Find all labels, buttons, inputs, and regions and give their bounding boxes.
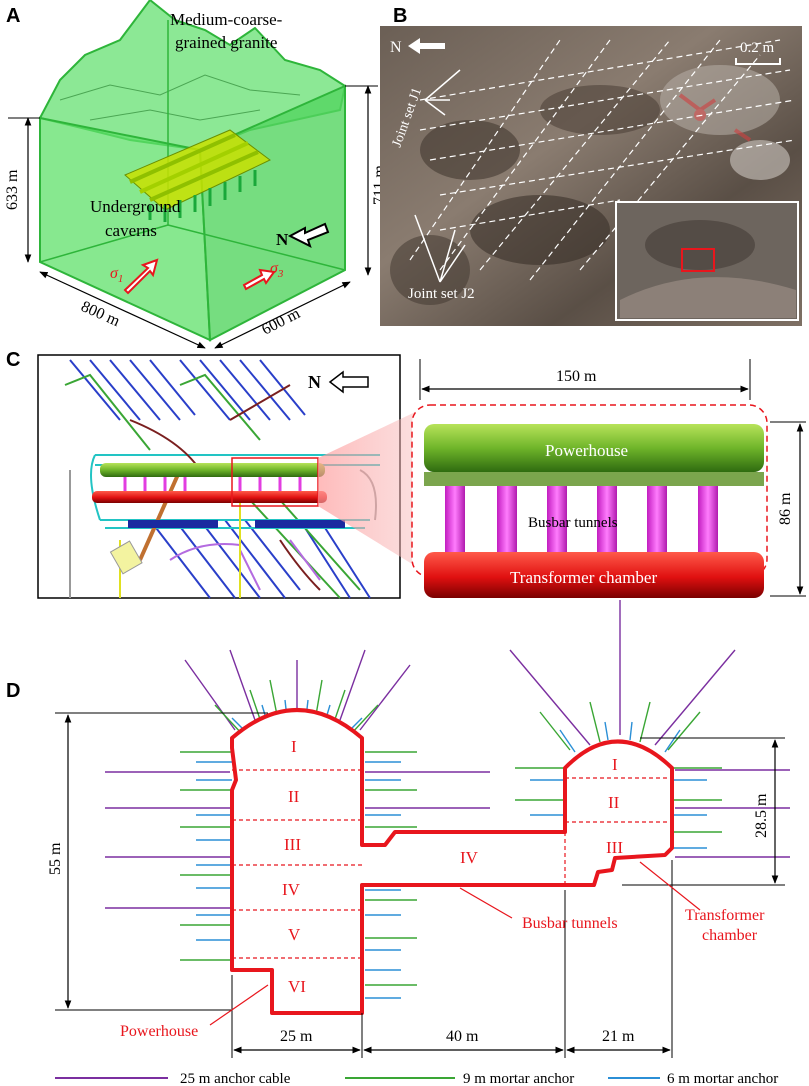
panel-d-label: D bbox=[6, 680, 20, 702]
powerhouse-base bbox=[424, 472, 764, 486]
layer-labels: I II III IV V VI I II III IV bbox=[282, 737, 623, 996]
legend-label-6m: 6 m mortar anchor bbox=[667, 1071, 778, 1086]
inset-floor bbox=[620, 277, 796, 318]
tunnel-network bbox=[64, 359, 380, 599]
joint-set-j2-lines bbox=[409, 39, 761, 281]
transformer-label-c: Transformer chamber bbox=[510, 568, 657, 587]
powerhouse-callout-label: Powerhouse bbox=[120, 1023, 198, 1040]
terrain-ridges bbox=[59, 74, 301, 121]
box-edge-bottom-back2 bbox=[167, 224, 346, 271]
inset-tunnel-face bbox=[645, 220, 755, 270]
legend-label-9m: 9 m mortar anchor bbox=[463, 1071, 574, 1086]
north-c-arrow bbox=[328, 370, 369, 394]
transformer-callout-line1: Transformer bbox=[685, 907, 765, 924]
width-front-dim bbox=[39, 271, 206, 349]
transformer-callout-line bbox=[639, 861, 701, 911]
ph-layer-6: VI bbox=[288, 977, 306, 996]
scale-bar bbox=[735, 58, 781, 65]
ph-layer-5: V bbox=[288, 925, 301, 944]
ph-width-label: 25 m bbox=[280, 1028, 313, 1045]
powerhouse-label-c: Powerhouse bbox=[545, 441, 628, 460]
joint-j2-pointer bbox=[414, 214, 466, 283]
length-label: 150 m bbox=[556, 368, 597, 385]
width-front-label: 800 m bbox=[78, 298, 122, 330]
panel-a-label: A bbox=[6, 5, 20, 27]
ph-layer-1: I bbox=[291, 737, 297, 756]
panel-c-label: C bbox=[6, 349, 20, 371]
cavern-lining-outline bbox=[230, 708, 674, 1015]
anchor-mortar-6m bbox=[196, 699, 707, 999]
transformer-callout-line2: chamber bbox=[702, 927, 758, 944]
sigma3-arrow bbox=[242, 268, 276, 291]
red-markings bbox=[678, 93, 752, 142]
ph-height-label: 55 m bbox=[47, 842, 64, 875]
rock-label-line2: grained granite bbox=[175, 33, 277, 52]
tr-layer-1: I bbox=[612, 755, 618, 774]
north-b-label: N bbox=[390, 39, 402, 56]
north-a-arrow bbox=[287, 222, 330, 248]
ph-layer-3: III bbox=[284, 835, 301, 854]
powerhouse-callout-line bbox=[209, 984, 269, 1026]
overview-busbars bbox=[123, 477, 302, 491]
overview-powerhouse bbox=[100, 463, 325, 477]
panel-b: B N bbox=[380, 5, 802, 326]
overview-tunnel-b bbox=[255, 520, 345, 528]
box-edge-bottom-back bbox=[39, 224, 169, 263]
busbar-tunnels-3d bbox=[445, 486, 718, 556]
rock-label-line1: Medium-coarse- bbox=[170, 10, 283, 29]
transformer-3d bbox=[424, 552, 764, 598]
scale-label: 0.2 m bbox=[740, 40, 775, 56]
anchor-group bbox=[105, 600, 790, 999]
caverns-label-line2: caverns bbox=[105, 221, 157, 240]
busbar-callout-label: Busbar tunnels bbox=[522, 915, 618, 932]
panel-b-label: B bbox=[393, 5, 407, 27]
north-a-label: N bbox=[276, 230, 289, 249]
overview-portal bbox=[109, 540, 143, 575]
busbar-label-c: Busbar tunnels bbox=[528, 515, 618, 531]
sigma1-label: σ1 bbox=[110, 265, 123, 285]
legend-label-cable: 25 m anchor cable bbox=[180, 1071, 291, 1086]
tr-layer-2: II bbox=[608, 793, 620, 812]
caverns-label-line1: Underground bbox=[90, 197, 181, 216]
joint-j1-pointer bbox=[424, 69, 461, 116]
tr-layer-3: III bbox=[606, 838, 623, 857]
sigma3-label: σ3 bbox=[270, 260, 284, 280]
sigma1-arrow bbox=[123, 258, 159, 295]
height-left-label: 633 m bbox=[4, 169, 21, 210]
panel-c: C bbox=[6, 349, 806, 599]
north-c-label: N bbox=[308, 372, 321, 392]
busbar-layer-label: IV bbox=[460, 848, 479, 867]
anchor-mortar-9m bbox=[180, 679, 722, 986]
powerhouse-3d bbox=[424, 424, 764, 472]
joint-set-j1-lines bbox=[419, 39, 796, 231]
overview-transformer bbox=[92, 491, 327, 503]
inset-highlight-box bbox=[681, 248, 715, 272]
tr-width-label: 21 m bbox=[602, 1028, 635, 1045]
overview-tunnel-a bbox=[128, 520, 218, 528]
north-b-arrow bbox=[408, 38, 445, 54]
ph-layer-4: IV bbox=[282, 880, 301, 899]
excavation-layer-lines bbox=[232, 769, 672, 959]
panel-a: A Medium-coarse- grained granite Undergr… bbox=[4, 0, 388, 349]
panel-d: D bbox=[6, 600, 790, 1058]
busbar-width-label: 40 m bbox=[446, 1028, 479, 1045]
legend: 25 m anchor cable 9 m mortar anchor 6 m … bbox=[55, 1071, 778, 1086]
joint-j2-label: Joint set J2 bbox=[408, 286, 475, 302]
height-label-c: 86 m bbox=[777, 492, 794, 525]
busbar-callout-line bbox=[459, 887, 513, 919]
zoom-cone bbox=[318, 405, 430, 575]
ph-layer-2: II bbox=[288, 787, 300, 806]
caverns-model bbox=[124, 129, 271, 222]
tr-height-label: 28.5 m bbox=[753, 793, 770, 838]
width-side-dim bbox=[214, 281, 351, 349]
